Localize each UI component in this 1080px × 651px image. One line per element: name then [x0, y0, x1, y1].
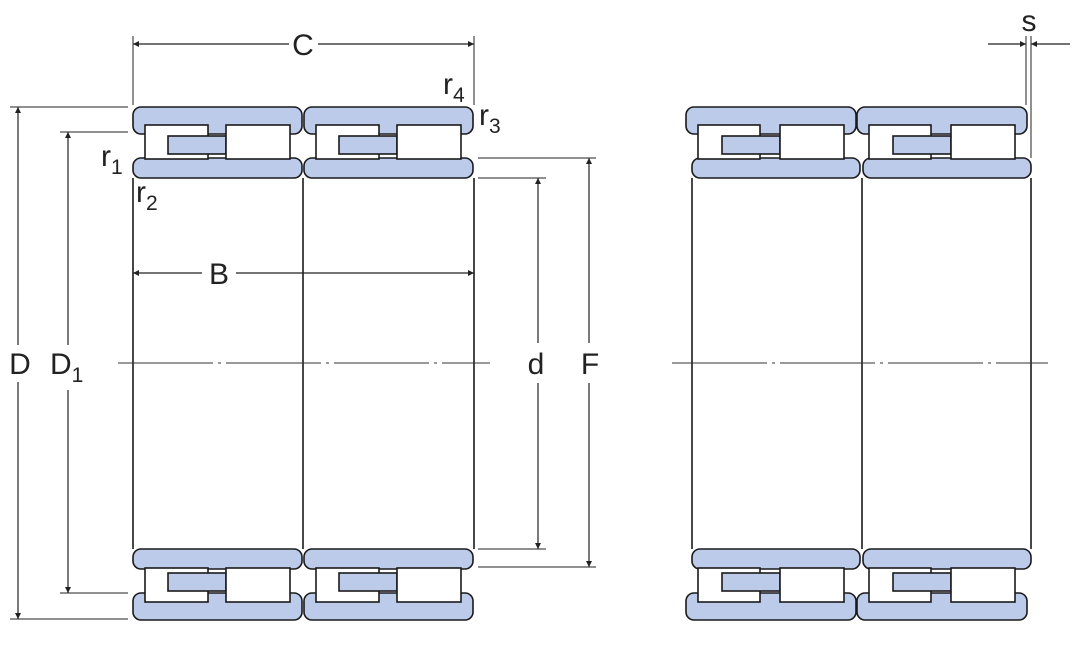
label-s: s	[1022, 5, 1037, 38]
label-r3: r3	[479, 99, 501, 138]
left-top-row-1	[132, 106, 303, 179]
label-B: B	[209, 258, 229, 291]
dimension-C: C	[132, 29, 475, 105]
left-bottom-row-2	[303, 548, 474, 621]
label-r1: r1	[101, 140, 123, 179]
right-top-row-2	[856, 106, 1032, 179]
right-bottom-row-2	[856, 548, 1032, 621]
label-D: D	[9, 348, 31, 381]
label-C: C	[292, 29, 314, 62]
right-bearing	[672, 106, 1048, 621]
label-d: d	[528, 348, 545, 381]
dimension-F: F	[478, 157, 599, 568]
dimension-D: D	[9, 106, 128, 620]
label-D1: D1	[50, 348, 83, 387]
dimension-s: s	[988, 5, 1070, 158]
left-bottom-row-1	[132, 548, 303, 621]
label-r2: r2	[136, 176, 158, 215]
dimension-B: B	[133, 258, 474, 291]
label-r4: r4	[443, 68, 465, 107]
left-top-row-2	[303, 106, 474, 179]
dimension-D1: D1	[50, 131, 128, 594]
left-bearing	[118, 106, 490, 621]
right-top-row-1	[685, 106, 861, 179]
right-bottom-row-1	[685, 548, 861, 621]
dimension-d: d	[478, 177, 546, 550]
label-F: F	[581, 348, 599, 381]
